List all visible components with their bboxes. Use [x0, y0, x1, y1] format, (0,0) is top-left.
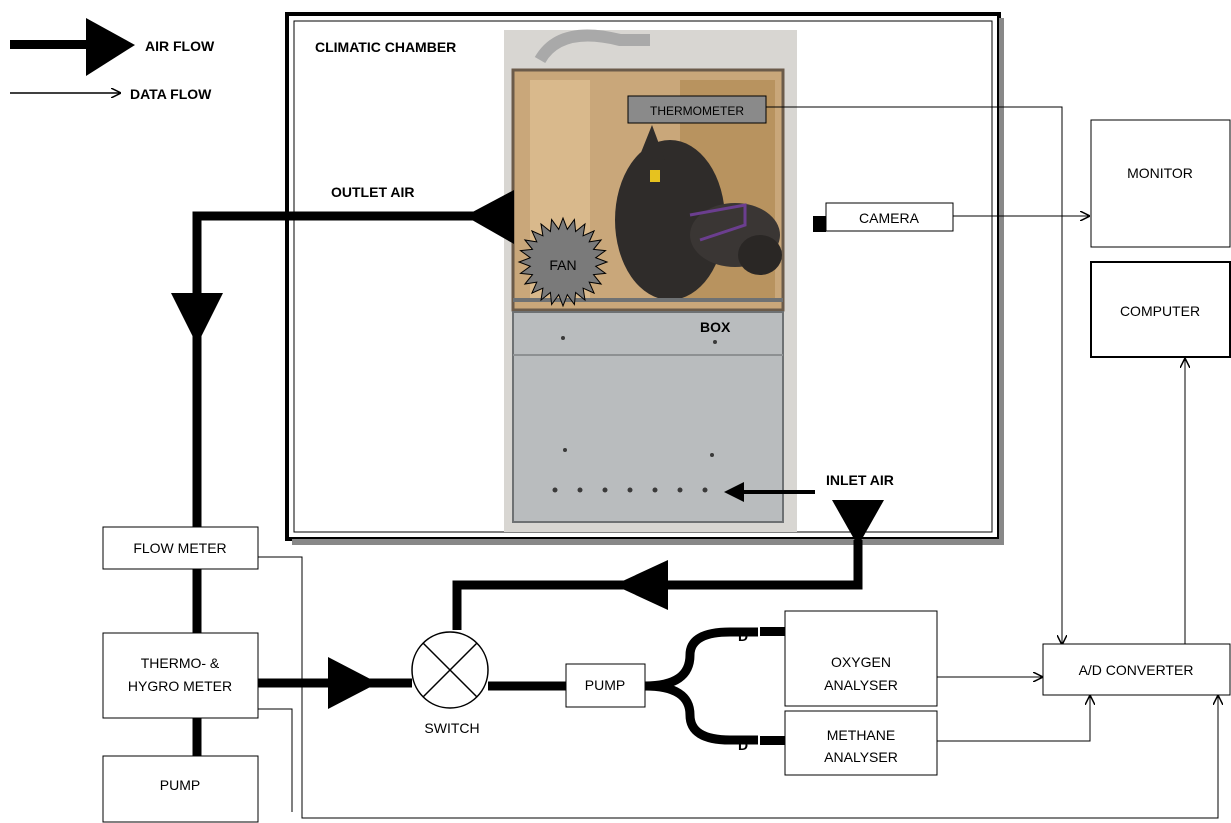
left-pump-box: PUMP	[103, 756, 258, 822]
air-flow-legend-label: AIR FLOW	[145, 38, 215, 54]
box-label: BOX	[700, 319, 731, 335]
camera: CAMERA	[813, 203, 953, 232]
fan-icon: FAN	[519, 218, 607, 306]
d-label-bottom: D	[738, 737, 748, 753]
inlet-left-arrowhead-icon	[614, 560, 668, 610]
left-pump-label: PUMP	[160, 777, 200, 793]
camera-icon	[813, 216, 826, 232]
oxygen-label-line1: OXYGEN	[831, 654, 891, 670]
thermo-hygro-to-ad	[258, 709, 292, 812]
thermometer-label: THERMOMETER	[650, 104, 744, 118]
thermo-hygro-label-line2: HYGRO METER	[128, 678, 232, 694]
switch: SWITCH	[412, 632, 488, 736]
computer-box: COMPUTER	[1091, 262, 1230, 357]
thermometer-to-ad	[766, 107, 1062, 644]
methane-label-line2: ANALYSER	[824, 749, 898, 765]
methane-inlet-stub	[760, 736, 785, 745]
methane-label-line1: METHANE	[827, 727, 895, 743]
monitor-box: MONITOR	[1091, 120, 1230, 247]
thermo-hygro-meter-box: THERMO- & HYGRO METER	[103, 633, 258, 718]
camera-label: CAMERA	[859, 210, 920, 226]
methane-analyser-box: METHANE ANALYSER	[785, 711, 937, 775]
fan-label: FAN	[549, 257, 576, 273]
data-flow-legend-label: DATA FLOW	[130, 86, 212, 102]
d-label-top: D	[738, 628, 748, 644]
down-arrowhead-icon	[171, 293, 223, 345]
thermometer-sensor: THERMOMETER	[628, 96, 766, 123]
duct-pump-methane	[645, 686, 758, 740]
center-pump-label: PUMP	[585, 677, 625, 693]
legend: AIR FLOW DATA FLOW	[10, 18, 215, 102]
to-switch-arrowhead-icon	[328, 657, 378, 709]
computer-label: COMPUTER	[1120, 303, 1200, 319]
monitor-label: MONITOR	[1127, 165, 1193, 181]
outlet-air-duct	[197, 216, 510, 540]
chamber-shadow	[292, 539, 1004, 545]
methane-to-ad	[937, 696, 1090, 741]
chamber-shadow-side	[999, 18, 1004, 545]
flow-meter-box: FLOW METER	[103, 527, 258, 569]
flow-meter-label: FLOW METER	[133, 540, 226, 556]
outlet-air-label: OUTLET AIR	[331, 184, 414, 200]
switch-label: SWITCH	[424, 720, 479, 736]
ad-converter-box: A/D CONVERTER	[1043, 644, 1230, 695]
oxygen-inlet-stub	[760, 627, 785, 636]
air-flow-legend-arrow-icon	[10, 18, 135, 76]
ad-converter-label: A/D CONVERTER	[1079, 662, 1194, 678]
oxygen-analyser-box: OXYGEN ANALYSER	[785, 611, 937, 706]
inlet-air-label: INLET AIR	[826, 472, 894, 488]
chamber-title: CLIMATIC CHAMBER	[315, 39, 456, 55]
center-pump-box: PUMP	[566, 664, 645, 707]
oxygen-label-line2: ANALYSER	[824, 677, 898, 693]
outlet-arrowhead-icon	[465, 190, 514, 244]
thermo-hygro-label-line1: THERMO- &	[141, 655, 220, 671]
